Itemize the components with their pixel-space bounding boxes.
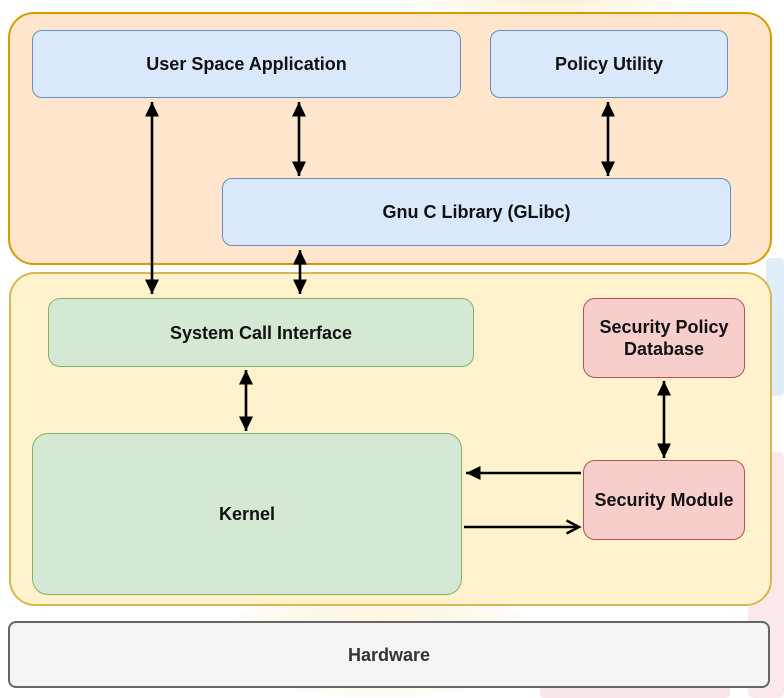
policy-utility-node: Policy Utility (490, 30, 728, 98)
user-space-application-node: User Space Application (32, 30, 461, 98)
glibc-label: Gnu C Library (GLibc) (382, 202, 571, 222)
hardware-label: Hardware (347, 644, 431, 665)
security-module-node: Security Module (583, 460, 745, 540)
system-call-interface-label: System Call Interface (169, 322, 353, 343)
system-call-interface-node: System Call Interface (48, 298, 474, 367)
security-module-label: Security Module (594, 490, 734, 510)
security-policy-database-node: Security Policy Database (583, 298, 745, 378)
user-space-application-label: User Space Application (146, 54, 347, 74)
hardware-node: Hardware (8, 621, 770, 688)
security-policy-database-label: Security Policy Database (599, 317, 729, 359)
kernel-node: Kernel (32, 433, 462, 595)
policy-utility-label: Policy Utility (554, 54, 664, 74)
kernel-label: Kernel (218, 504, 276, 524)
glibc-node: Gnu C Library (GLibc) (222, 178, 731, 246)
